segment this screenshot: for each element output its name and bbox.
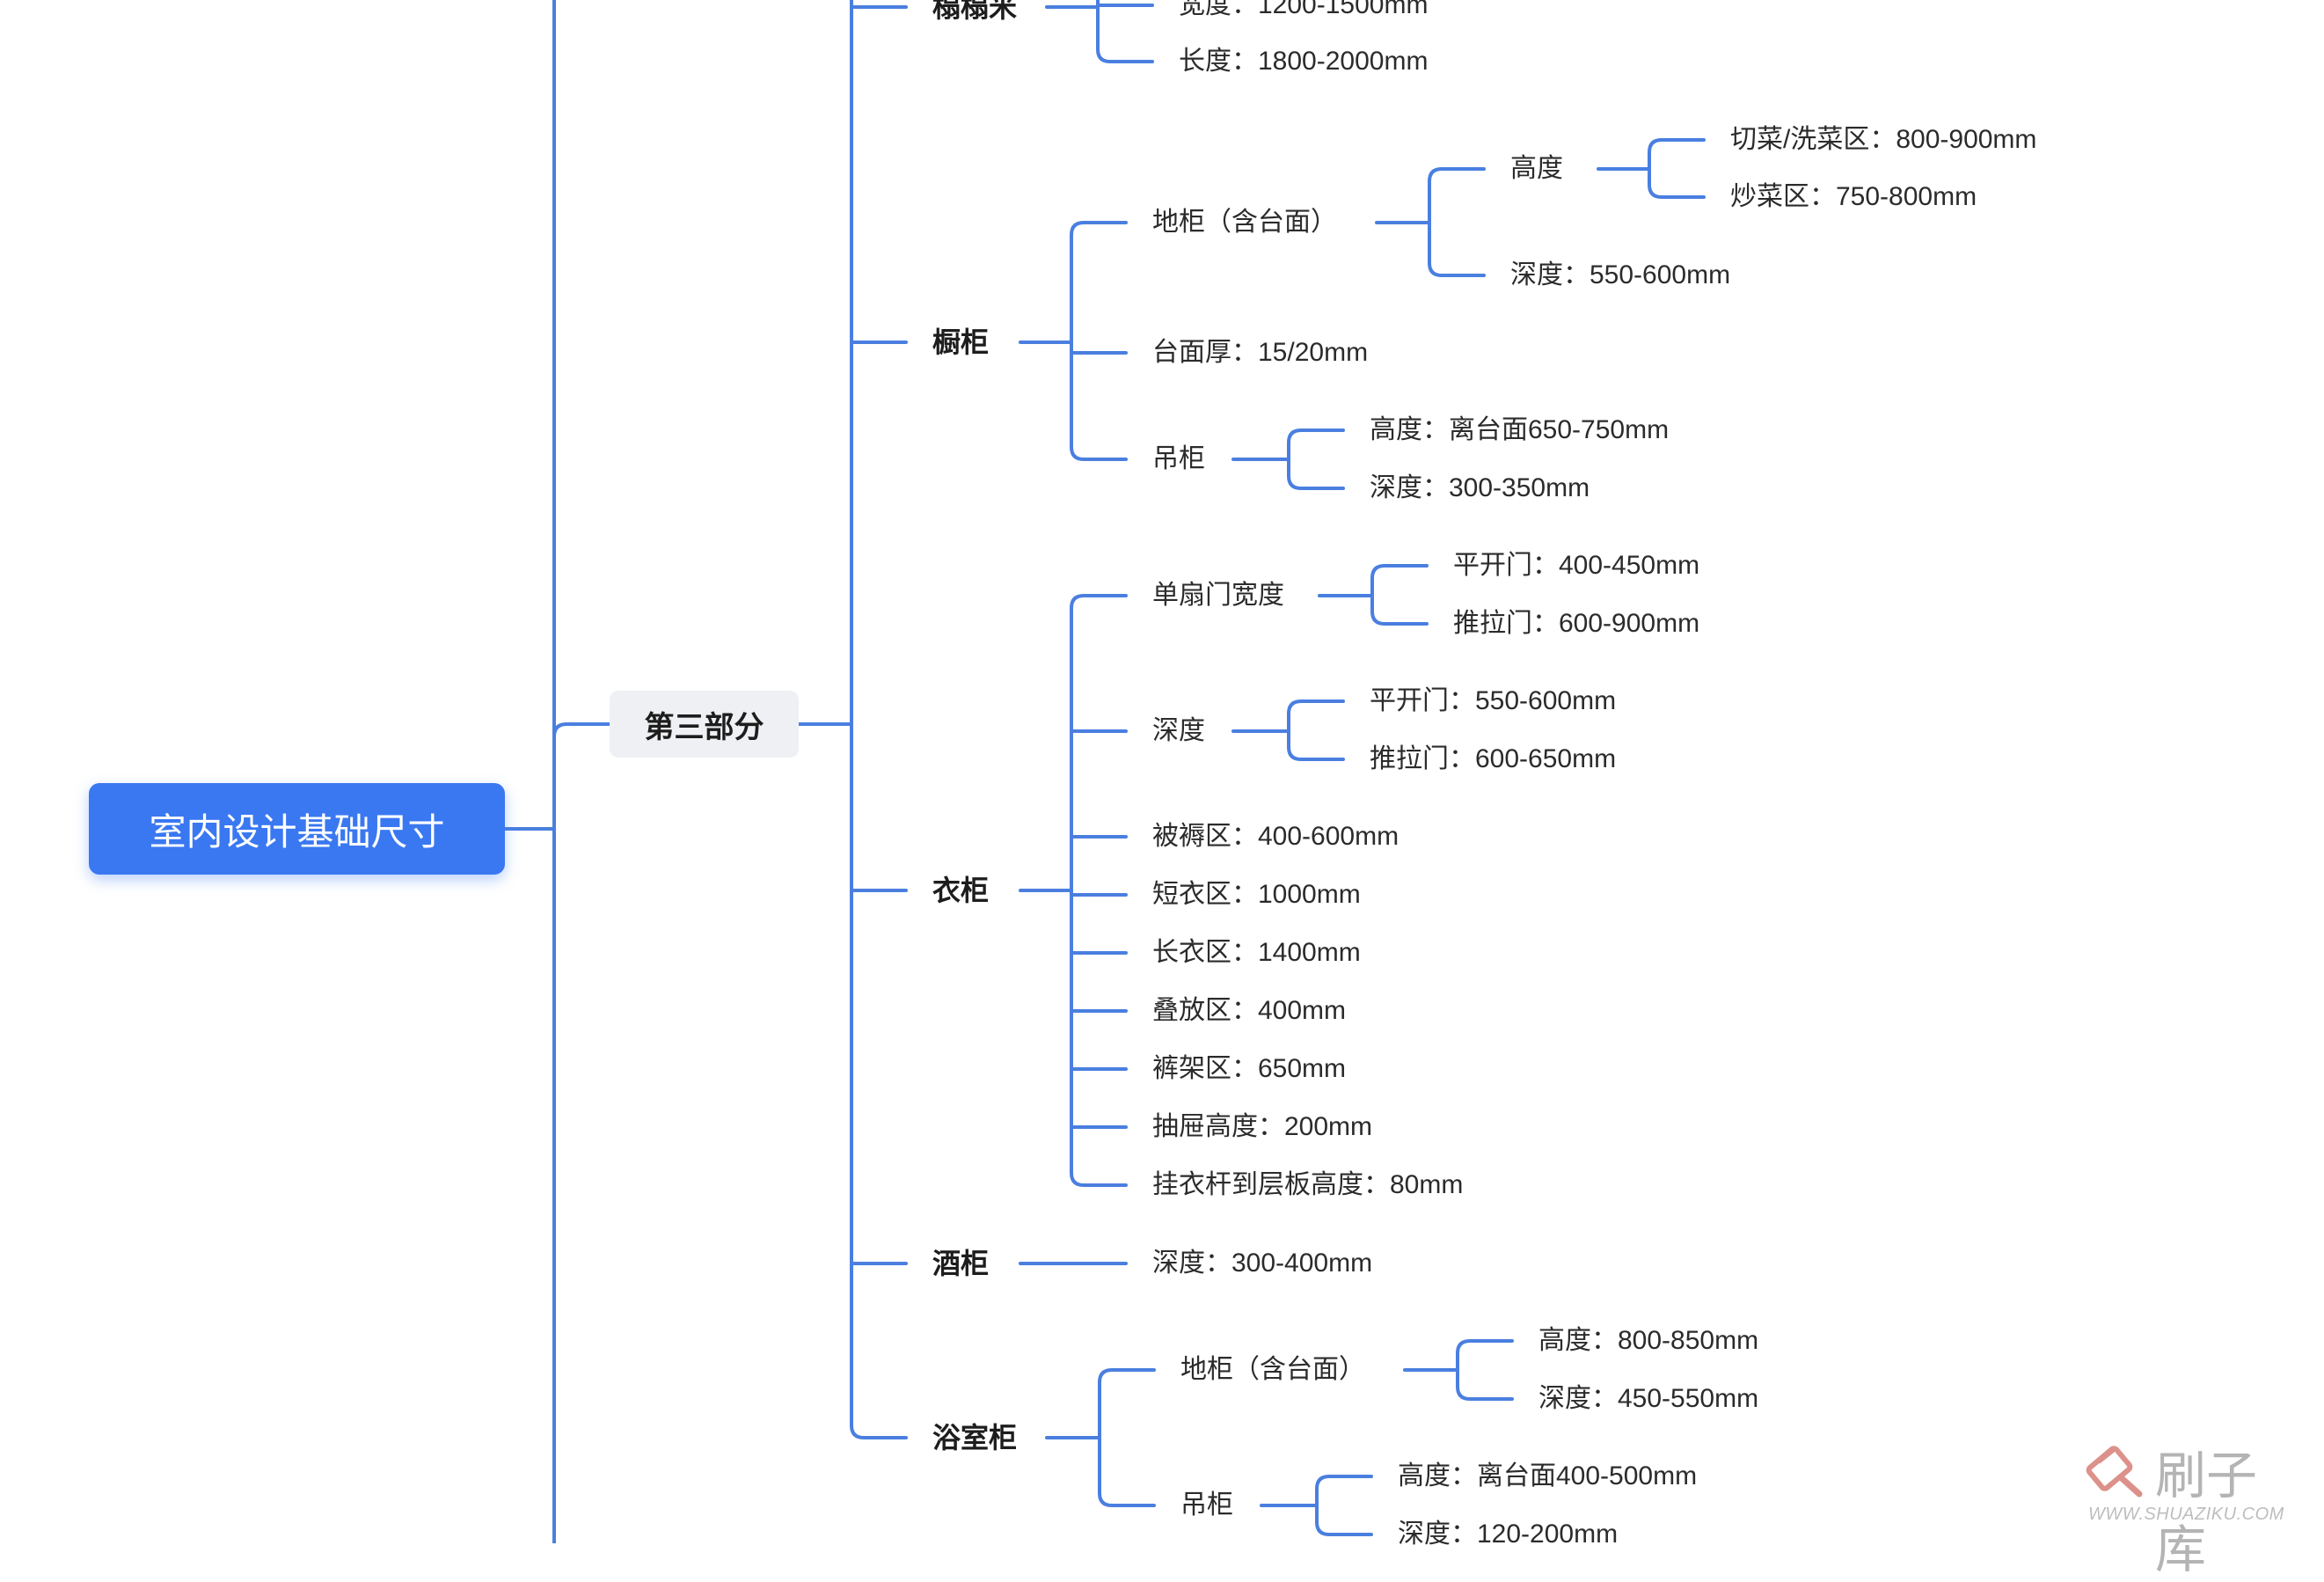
cabinet-branch-2 [1070,445,1128,461]
branch-tatami[interactable]: 榻榻米 [932,0,1018,23]
bath-base-branch-1 [1456,1385,1514,1401]
bath-wall-depth[interactable]: 深度：120-200mm [1398,1520,1619,1549]
bath-wall[interactable]: 吊柜 [1180,1490,1233,1520]
cabinet-wall[interactable]: 吊柜 [1152,444,1205,473]
cabinet-wall-branch-0 [1287,428,1345,444]
wardrobe-zone-long[interactable]: 长衣区：1400mm [1152,938,1361,967]
wardrobe-door-branch-1 [1370,610,1429,626]
bath-base[interactable]: 地柜（含台面） [1180,1355,1365,1384]
bath-base-depth[interactable]: 深度：450-550mm [1538,1384,1759,1413]
bath-wall-branch-0 [1315,1475,1373,1490]
cabinet-height-branch-0 [1648,138,1706,154]
cabinet-counter-thickness[interactable]: 台面厚：15/20mm [1152,338,1369,367]
cabinet-height-prep[interactable]: 切菜/洗菜区：800-900mm [1730,125,2037,154]
bath-branch-1 [1098,1491,1156,1507]
wine-cabinet-depth[interactable]: 深度：300-400mm [1152,1249,1373,1278]
wardrobe-rod-to-shelf[interactable]: 挂衣杆到层板高度：80mm [1152,1170,1464,1199]
wardrobe-door-sliding[interactable]: 推拉门：600-900mm [1453,609,1700,638]
tatami-length[interactable]: 长度：1800-2000mm [1179,47,1429,76]
cabinet-base-depth[interactable]: 深度：550-600mm [1510,260,1731,289]
wardrobe-depth-branch-1 [1287,745,1345,761]
wardrobe-branch-0 [1070,594,1128,610]
cabinet-base[interactable]: 地柜（含台面） [1152,208,1337,237]
wardrobe-zone-bedding[interactable]: 被褥区：400-600mm [1152,822,1400,851]
bath-wall-height[interactable]: 高度：离台面400-500mm [1398,1461,1698,1490]
brush-logo-icon [2086,1446,2143,1498]
branch-wine-cabinet[interactable]: 酒柜 [932,1248,990,1279]
branch-cabinet[interactable]: 橱柜 [932,326,990,358]
bath-branch-0 [1098,1368,1156,1384]
watermark: 刷子库 WWW.SHUAZIKU.COM [2085,1434,2305,1579]
wardrobe-depth-sliding[interactable]: 推拉门：600-650mm [1370,744,1617,773]
cabinet-base-branch-1 [1428,261,1486,277]
wardrobe-door-width[interactable]: 单扇门宽度 [1152,581,1284,610]
cabinet-base-branch-0 [1428,167,1486,183]
tatami-width[interactable]: 宽度：1200-1500mm [1179,0,1429,19]
wardrobe-door-swing[interactable]: 平开门：400-450mm [1453,551,1700,580]
wardrobe-zone-short[interactable]: 短衣区：1000mm [1152,880,1361,909]
root-label: 室内设计基础尺寸 [149,810,445,853]
section-label: 第三部分 [644,710,764,744]
wardrobe-depth-branch-0 [1287,699,1345,715]
branch-wardrobe[interactable]: 衣柜 [932,875,990,906]
root-node[interactable]: 室内设计基础尺寸 [89,783,505,875]
wardrobe-zone-folding[interactable]: 叠放区：400mm [1152,996,1347,1025]
cabinet-branch-0 [1070,221,1128,237]
cabinet-height-branch-1 [1648,183,1706,199]
wardrobe-depth[interactable]: 深度 [1152,716,1205,745]
bath-base-branch-0 [1456,1339,1514,1355]
cabinet-wall-depth[interactable]: 深度：300-350mm [1370,473,1590,502]
section-branch-4 [850,1424,908,1439]
wardrobe-zone-trousers[interactable]: 裤架区：650mm [1152,1054,1347,1083]
cabinet-height-cook[interactable]: 炒菜区：750-800mm [1730,182,1977,211]
watermark-url: WWW.SHUAZIKU.COM [2088,1505,2284,1524]
cabinet-wall-branch-1 [1287,474,1345,490]
branch-bathroom-cabinet[interactable]: 浴室柜 [932,1422,1018,1454]
wardrobe-depth-swing[interactable]: 平开门：550-600mm [1370,686,1617,715]
connector-lines [503,0,1706,1543]
mind-map-canvas: 室内设计基础尺寸 第三部分 榻榻米 橱柜 衣柜 酒柜 浴室柜 宽度：1200-1… [89,0,2305,1579]
wardrobe-branch-8 [1070,1171,1128,1187]
section-node[interactable]: 第三部分 [610,691,799,758]
wardrobe-drawer-height[interactable]: 抽屉高度：200mm [1152,1112,1373,1141]
tatami-branch [1096,0,1154,63]
wardrobe-door-branch-0 [1370,564,1429,580]
cabinet-base-height[interactable]: 高度 [1510,154,1563,183]
trunk-to-section [552,722,611,738]
bath-base-height[interactable]: 高度：800-850mm [1538,1326,1759,1355]
cabinet-wall-height[interactable]: 高度：离台面650-750mm [1370,415,1670,444]
bath-wall-branch-1 [1315,1520,1373,1536]
